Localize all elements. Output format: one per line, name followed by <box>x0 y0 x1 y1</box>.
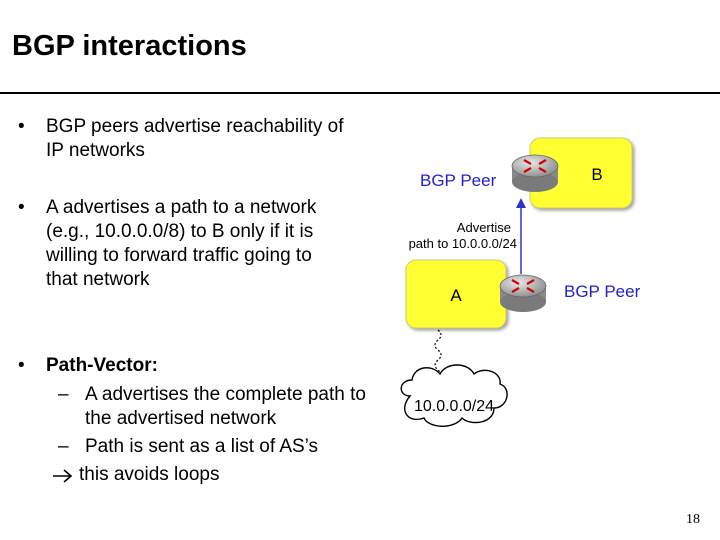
sub-bullet-marker: – <box>58 436 69 457</box>
bullet-text: BGP peers advertise reachability of IP n… <box>46 116 344 161</box>
as-a-box: A <box>405 259 507 329</box>
network-cloud-icon: 10.0.0.0/24 <box>400 364 508 427</box>
bullet-marker: • <box>18 116 25 137</box>
router-a-icon <box>499 274 547 312</box>
router-b-icon <box>511 154 559 192</box>
bgp-peer-label-top: BGP Peer <box>420 171 497 190</box>
right-arrow-icon <box>53 469 73 483</box>
conclusion-text: this avoids loops <box>79 464 220 485</box>
as-b-label: B <box>591 165 602 184</box>
network-label: 10.0.0.0/24 <box>414 398 494 415</box>
bullet-marker: • <box>18 197 25 218</box>
bgp-peer-label-bottom: BGP Peer <box>564 282 641 301</box>
network-link <box>434 329 442 381</box>
advertise-label-line1: Advertise <box>457 220 511 235</box>
bullet-text: Path-Vector: <box>46 355 158 376</box>
slide-title: BGP interactions <box>12 30 247 62</box>
advertise-label-line2: path to 10.0.0.0/24 <box>409 236 517 251</box>
as-a-label: A <box>450 286 462 305</box>
bullet-marker: • <box>18 355 25 376</box>
page-number: 18 <box>686 512 700 527</box>
sub-bullet-marker: – <box>58 384 69 405</box>
bullet-text: A advertises a path to a network (e.g., … <box>46 197 317 290</box>
sub-bullet-text: Path is sent as a list of AS’s <box>85 436 319 457</box>
advertise-arrow <box>516 198 526 274</box>
title-divider <box>0 92 720 94</box>
sub-bullet-text: A advertises the complete path to the ad… <box>85 384 366 429</box>
